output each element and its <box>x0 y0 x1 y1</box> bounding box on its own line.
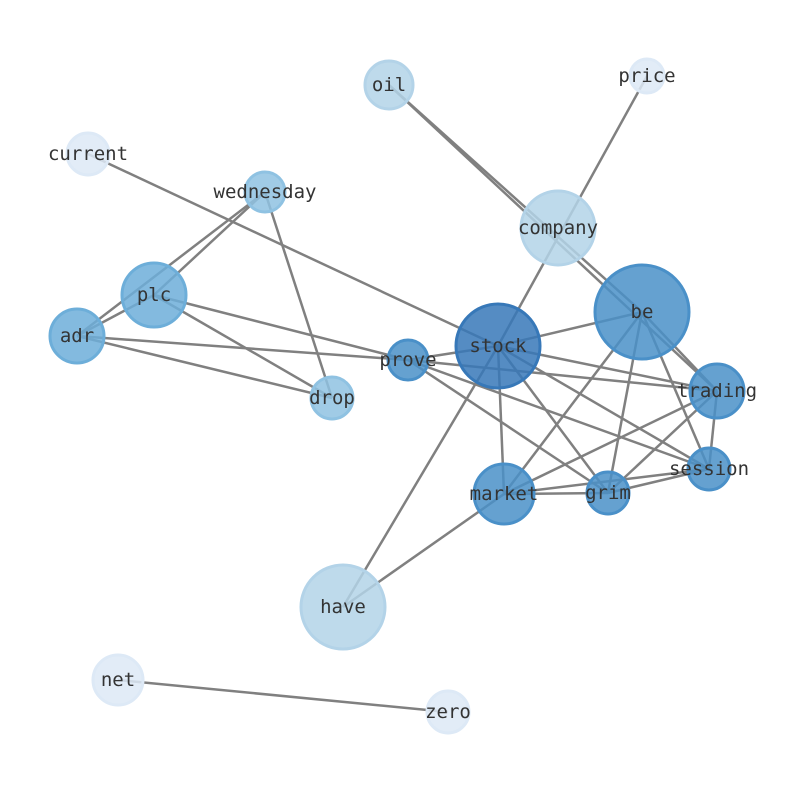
node-zero <box>425 689 471 735</box>
node-label-company: company <box>518 217 598 239</box>
edge-stock-have <box>341 345 500 608</box>
node-label-prove: prove <box>379 349 436 371</box>
edge-net-zero <box>117 678 449 714</box>
node-net <box>91 653 145 707</box>
edge-plc-prove <box>153 293 409 362</box>
edge-adr-prove <box>76 334 409 362</box>
node-grim <box>585 470 631 516</box>
edge-trading-market <box>503 389 718 496</box>
edge-prove-session <box>407 358 710 471</box>
edge-prove-grim <box>407 358 609 495</box>
node-label-oil: oil <box>372 74 406 96</box>
node-have <box>299 563 387 651</box>
node-label-stock: stock <box>469 335 527 357</box>
node-price <box>628 57 666 95</box>
node-label-wednesday: wednesday <box>214 181 317 203</box>
node-label-market: market <box>470 483 539 505</box>
edge-plc-drop <box>153 293 333 400</box>
edge-adr-drop <box>76 334 333 400</box>
node-label-be: be <box>631 301 654 323</box>
node-stock <box>454 302 542 390</box>
node-label-session: session <box>669 458 749 480</box>
node-session <box>686 446 732 492</box>
node-be <box>593 263 691 361</box>
node-prove <box>386 338 430 382</box>
node-label-current: current <box>48 143 128 165</box>
edge-wednesday-drop <box>263 191 334 399</box>
node-company <box>519 189 597 267</box>
node-plc <box>120 261 188 329</box>
node-label-trading: trading <box>677 380 757 402</box>
edge-wednesday-adr <box>76 191 266 337</box>
node-label-have: have <box>320 596 366 618</box>
node-wednesday <box>243 170 287 214</box>
node-trading <box>688 362 746 420</box>
node-current <box>65 131 111 177</box>
node-adr <box>48 307 106 365</box>
node-label-net: net <box>101 669 135 691</box>
node-label-grim: grim <box>585 482 631 504</box>
node-label-zero: zero <box>425 701 471 723</box>
node-label-price: price <box>618 65 675 87</box>
node-oil <box>363 59 415 111</box>
node-drop <box>309 375 355 421</box>
node-label-drop: drop <box>309 387 355 409</box>
node-market <box>472 462 536 526</box>
edge-current-stock <box>87 152 499 348</box>
node-label-plc: plc <box>137 284 171 306</box>
node-label-adr: adr <box>60 325 94 347</box>
